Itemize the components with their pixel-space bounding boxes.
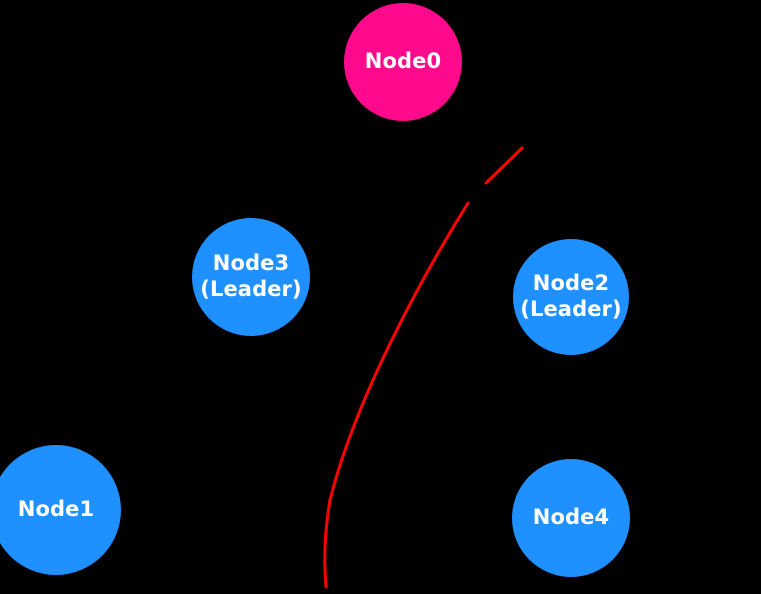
- graph-node-node1[interactable]: Node1: [0, 445, 121, 575]
- node-label: Node0: [364, 49, 442, 74]
- graph-node-node3[interactable]: Node3 (Leader): [192, 218, 310, 336]
- node-label: Node2: [532, 271, 610, 296]
- graph-node-node0[interactable]: Node0: [344, 3, 462, 121]
- node-label: Node3: [212, 251, 290, 276]
- graph-node-node4[interactable]: Node4: [512, 459, 630, 577]
- partition-upper-dash-icon: [484, 146, 524, 185]
- graph-node-node2[interactable]: Node2 (Leader): [513, 239, 629, 355]
- node-label: Node4: [532, 505, 610, 530]
- node-role-label: (Leader): [200, 277, 302, 301]
- partition-lower-curve-icon: [323, 201, 470, 589]
- node-role-label: (Leader): [520, 297, 622, 321]
- node-label: Node1: [17, 497, 95, 522]
